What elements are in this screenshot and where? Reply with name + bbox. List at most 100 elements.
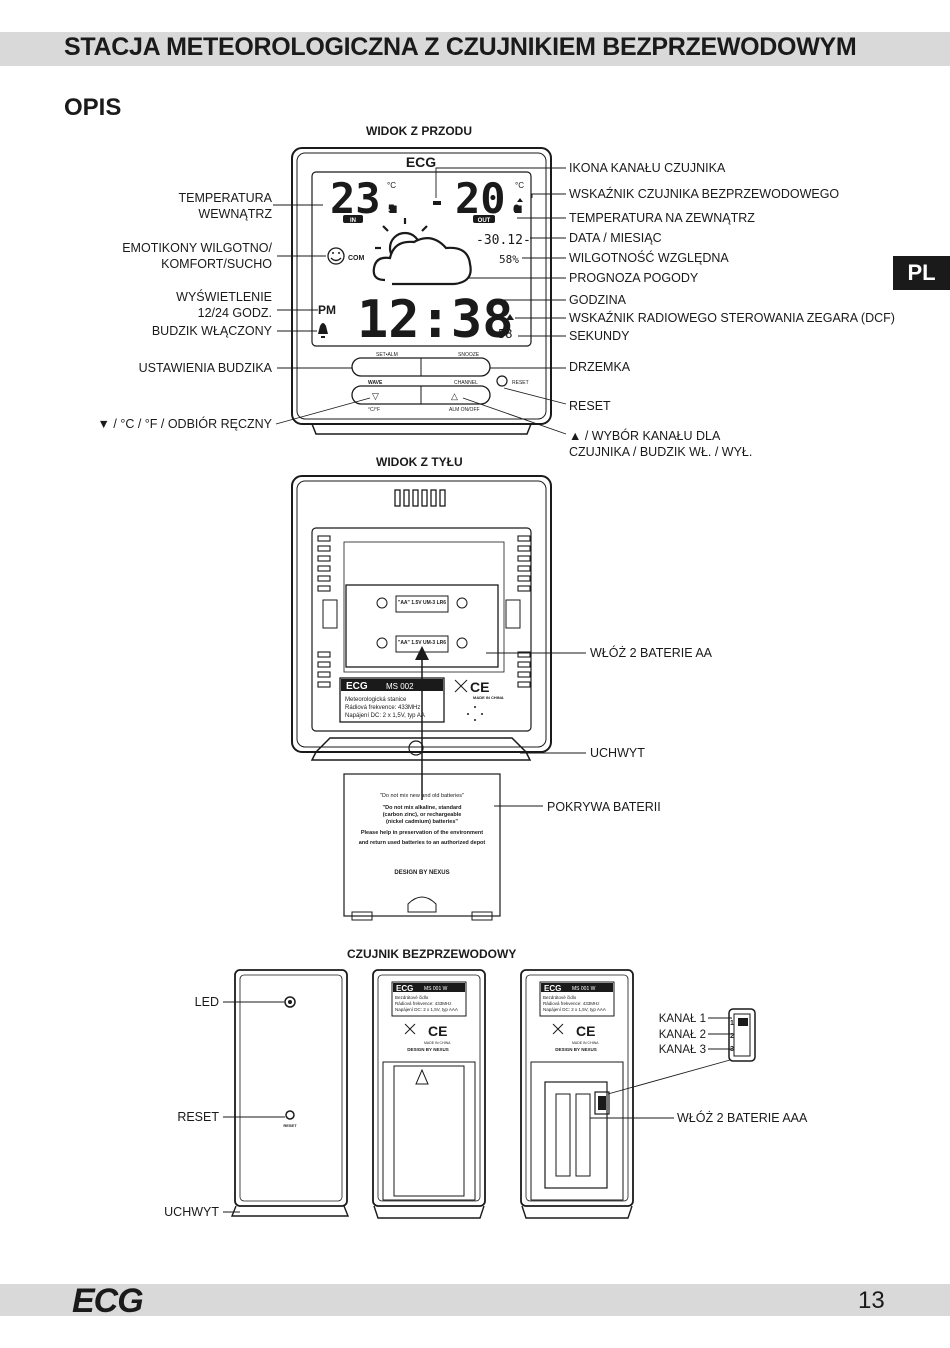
back-sticker-line1: Meteorologická stanice [345, 697, 407, 703]
switch-digit-1: 1 [730, 1020, 734, 1027]
label-aaa-batteries: WŁÓŻ 2 BATERIE AAA [677, 1111, 808, 1125]
cover-line3: (carbon zinc), or rechargeable [383, 812, 462, 818]
seconds-digits: 58 [498, 327, 512, 341]
reset-button-label: RESET [512, 380, 529, 386]
label-reset: RESET [569, 399, 611, 413]
s2-design: DESIGN BY NEXUS [555, 1047, 596, 1052]
s2-line2: Rádiová frekvence: 433MHz [543, 1001, 600, 1006]
label-wireless-indicator: WSKAŹNIK CZUJNIKA BEZPRZEWODOWEGO [569, 187, 840, 201]
sensor-reset-small: RESET [283, 1123, 297, 1128]
battery-1-label: "AA" 1.5V UM-3 LR6 [398, 600, 446, 606]
s2-model: MS 001 W [572, 986, 596, 992]
label-emoticons: EMOTIKONY WILGOTNO/KOMFORT/SUCHO [122, 241, 272, 271]
s1-ce-mark: CE [428, 1023, 447, 1039]
language-tab: PL [893, 256, 950, 290]
cover-line5: Please help in preservation of the envir… [361, 830, 483, 836]
footer-logo: ECG [72, 1282, 144, 1320]
down-arrow-label: ▽ [372, 391, 379, 401]
label-seconds: SEKUNDY [569, 329, 630, 343]
wireless-indicator-icon [517, 198, 523, 202]
sensor-back-1-details: ECG MS 001 W Bezdrátové čidlo Rádiová fr… [393, 983, 465, 1052]
label-aa-batteries: WŁÓŻ 2 BATERIE AA [590, 646, 713, 660]
cf-label: °C/°F [368, 407, 380, 413]
s1-line1: Bezdrátové čidlo [395, 995, 429, 1000]
sensor-heading: CZUJNIK BEZPRZEWODOWY [347, 947, 517, 961]
label-channel-icon: IKONA KANAŁU CZUJNIKA [569, 161, 726, 175]
s2-brand: ECG [544, 984, 561, 993]
lcd-content: ECG 23. 5 °C IN 20. 6 °C OUT -30.12- 58%… [318, 154, 531, 350]
s2-line3: Napájení DC: 2 x 1,5V, typ AAA [543, 1007, 606, 1012]
s1-bin-icon [404, 1023, 416, 1035]
sensor-back-2-details: ECG MS 001 W Bezdrátové čidlo Rádiová fr… [541, 983, 748, 1110]
outdoor-unit: °C [515, 181, 524, 190]
snooze-label: SNOOZE [458, 352, 480, 358]
label-snooze: DRZEMKA [569, 360, 631, 374]
back-view-heading: WIDOK Z TYŁU [376, 455, 463, 469]
sensor-leader-lines [223, 1001, 732, 1213]
label-down-button: ▼ / °C / °F / ODBIÓR RĘCZNY [97, 417, 272, 431]
forecast-sun-cloud-icon [372, 218, 472, 286]
label-dcf: WSKAŹNIK RADIOWEGO STEROWANIA ZEGARA (DC… [569, 311, 895, 325]
s2-line1: Bezdrátové čidlo [543, 995, 577, 1000]
switch-digit-3: 3 [730, 1046, 734, 1053]
label-sensor-holder: UCHWYT [164, 1205, 219, 1219]
indoor-tag: IN [350, 218, 356, 224]
outdoor-temp-decimal: 6 [513, 202, 520, 216]
label-outdoor-temp: TEMPERATURA NA ZEWNĄTRZ [569, 211, 755, 225]
switch-digit-2: 2 [730, 1033, 734, 1040]
channel-label: CHANNEL [454, 380, 478, 386]
alarm-bell-icon [318, 323, 328, 338]
s1-brand: ECG [396, 984, 413, 993]
cover-line2: "Do not mix alkaline, standard [382, 805, 461, 811]
ampm-indicator: PM [318, 303, 336, 317]
dcf-signal-icon [506, 314, 514, 320]
front-view-station [291, 147, 552, 435]
up-arrow-label: △ [451, 391, 458, 401]
set-alm-label: SET•ALM [376, 352, 398, 358]
indoor-unit: °C [387, 181, 396, 190]
label-hour: GODZINA [569, 293, 626, 307]
footer-band [0, 1284, 950, 1316]
label-sensor-reset: RESET [177, 1110, 219, 1124]
back-sticker-line3: Napájení DC: 2 x 1,5V, typ AA [345, 713, 425, 719]
front-view-heading: WIDOK Z PRZODU [366, 124, 472, 138]
front-buttons: SET•ALM SNOOZE WAVE CHANNEL RESET °C/°F … [368, 352, 529, 413]
label-alarm-on: BUDZIK WŁĄCZONY [151, 324, 272, 338]
back-leader-lines [486, 652, 586, 807]
s2-bin-icon [552, 1023, 564, 1035]
label-humidity: WILGOTNOŚĆ WZGLĘDNA [569, 251, 729, 265]
back-bin-icon [454, 679, 468, 693]
s1-line3: Napájení DC: 2 x 1,5V, typ AAA [395, 1007, 458, 1012]
sensor-front-details: RESET [283, 1000, 297, 1128]
label-forecast: PROGNOZA POGODY [569, 271, 699, 285]
label-channel-2: KANAŁ 2 [658, 1029, 706, 1041]
section-title: OPIS [64, 94, 122, 121]
wave-label: WAVE [368, 380, 383, 386]
alm-onoff-label: ALM ON/OFF [449, 407, 480, 413]
indoor-temp-digits: 23. [330, 174, 406, 223]
sensor-front [230, 969, 350, 1217]
label-channel-1: KANAŁ 1 [658, 1013, 706, 1025]
label-channel-3: KANAŁ 3 [658, 1044, 706, 1056]
clock-digits: 12:38 [357, 290, 514, 350]
lcd-brand: ECG [406, 154, 436, 170]
back-sticker-model: MS 002 [386, 682, 414, 691]
label-led: LED [194, 995, 219, 1009]
front-leader-lines [273, 167, 567, 435]
s1-line2: Rádiová frekvence: 433MHz [395, 1001, 452, 1006]
page-title: STACJA METEOROLOGICZNA Z CZUJNIKIEM BEZP… [64, 33, 857, 61]
label-battery-cover: POKRYWA BATERII [547, 800, 661, 814]
s1-made-in: MADE IN CHINA [424, 1041, 451, 1045]
date-readout: -30.12- [476, 233, 531, 248]
outdoor-tag: OUT [478, 218, 491, 224]
indoor-temp-decimal: 5 [388, 202, 395, 216]
label-date-month: DATA / MIESIĄC [569, 231, 662, 245]
cover-design: DESIGN BY NEXUS [394, 870, 449, 876]
outdoor-temp-digits: 20. [455, 174, 531, 223]
battery-arrow [415, 646, 429, 800]
channel-icon [433, 201, 441, 205]
